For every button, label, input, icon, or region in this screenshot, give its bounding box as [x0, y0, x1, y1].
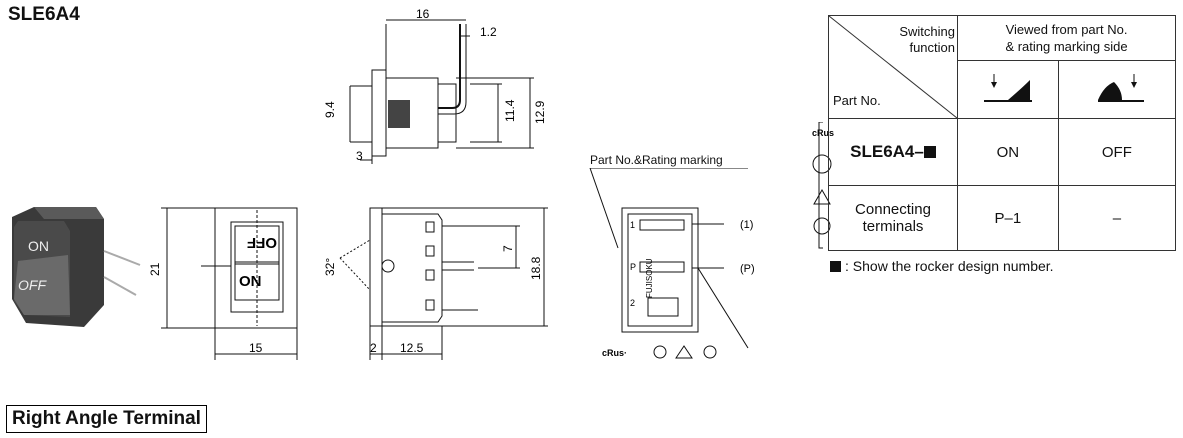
rocker-on-position-icon: [957, 60, 1059, 119]
viewed-line1: Viewed from part No.: [1005, 22, 1128, 37]
marking-num-2: 2: [630, 298, 635, 308]
part-no-header: Part No.: [833, 93, 881, 108]
product-title: SLE6A4: [8, 4, 80, 25]
photo-on-label: ON: [28, 238, 49, 254]
ul-icon: cRus: [812, 128, 834, 138]
viewed-from-header: Viewed from part No. & rating marking sid…: [957, 15, 1176, 61]
brand-label: FUJISOKU: [645, 258, 654, 298]
bracket: [818, 122, 823, 249]
dim-front-width: 15: [249, 341, 263, 355]
viewed-line2: & rating marking side: [1005, 39, 1128, 54]
black-square-icon: [830, 261, 841, 272]
cert-marks-icon: cRus·: [602, 345, 717, 359]
svg-text:cRus·: cRus·: [602, 348, 627, 358]
dim-terminal: 1.2: [480, 25, 497, 39]
marking-view-drawing: (1) (P) 1 P 2 FUJISOKU cRus·: [589, 168, 755, 359]
switching-function-line1: Switching: [899, 24, 955, 39]
pse-icon: [813, 188, 831, 205]
terminal-1-label: (1): [740, 219, 753, 231]
terminal-p-label: (P): [740, 263, 755, 275]
side-view-drawing: 32° 7 18.8 2 12.5: [323, 207, 548, 360]
switch-photo: ON OFF: [12, 207, 141, 327]
dim-top-bottom: 3: [356, 149, 363, 163]
photo-off-label: OFF: [18, 277, 47, 293]
dim-side-7: 7: [501, 245, 515, 252]
dim-side-depth: 12.5: [400, 341, 424, 355]
off-cell: OFF: [1057, 118, 1177, 186]
front-view-drawing: OFF ON 21 15: [148, 207, 298, 360]
marking-label: Part No.&Rating marking: [590, 153, 723, 167]
dim-side-2: 2: [370, 341, 377, 355]
dim-top-mid: 11.4: [503, 99, 517, 122]
dim-front-height: 21: [148, 262, 162, 276]
rocker-off-position-icon: [1057, 60, 1177, 119]
dim-angle: 32°: [323, 258, 337, 276]
dim-top-width: 16: [416, 7, 430, 21]
rocker-design-note: : Show the rocker design number.: [830, 258, 1054, 274]
marking-num-1: 1: [630, 220, 635, 230]
rocker-top-label: OFF: [247, 234, 277, 251]
terminal-value-cell: P–1: [957, 185, 1059, 251]
rocker-bottom-label: ON: [239, 273, 262, 290]
on-cell: ON: [957, 118, 1059, 186]
dim-top-left: 9.4: [323, 101, 337, 118]
switching-function-line2: function: [909, 40, 955, 55]
section-heading: Right Angle Terminal: [6, 405, 207, 433]
dim-side-height: 18.8: [529, 256, 543, 280]
dim-top-right: 12.9: [533, 100, 547, 124]
part-number-cell: SLE6A4–: [828, 118, 958, 186]
terminal-none-cell: –: [1057, 185, 1177, 251]
marking-num-p: P: [630, 262, 636, 272]
top-view-drawing: 16 1.2 9.4 11.4 12.9 3: [323, 7, 547, 164]
